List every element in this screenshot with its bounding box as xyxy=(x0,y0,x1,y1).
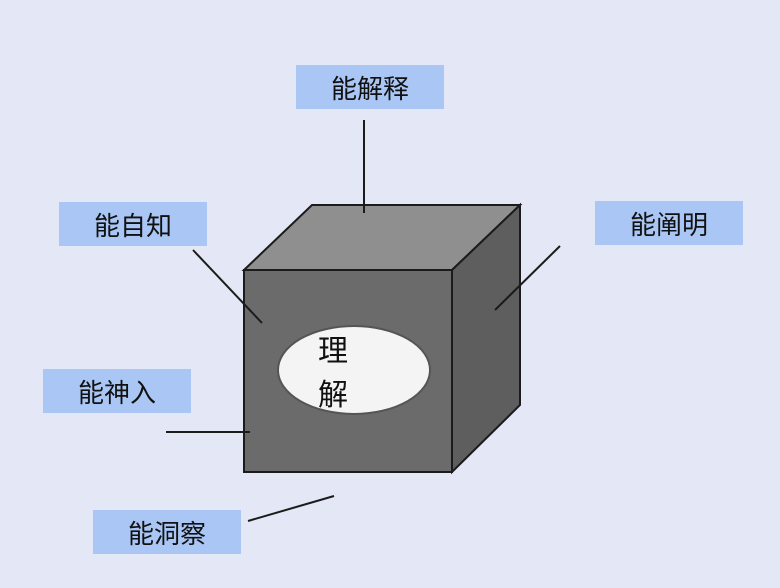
connector-left-upper xyxy=(192,249,263,324)
center-ellipse xyxy=(277,325,431,415)
connector-bottom xyxy=(247,495,335,522)
label-left-lower: 能神入 xyxy=(43,369,191,413)
label-top: 能解释 xyxy=(296,65,444,109)
connector-right xyxy=(494,245,561,311)
center-label: 理解 xyxy=(318,334,366,413)
label-right: 能阐明 xyxy=(595,201,743,245)
label-bottom: 能洞察 xyxy=(93,510,241,554)
label-left-upper: 能自知 xyxy=(59,202,207,246)
